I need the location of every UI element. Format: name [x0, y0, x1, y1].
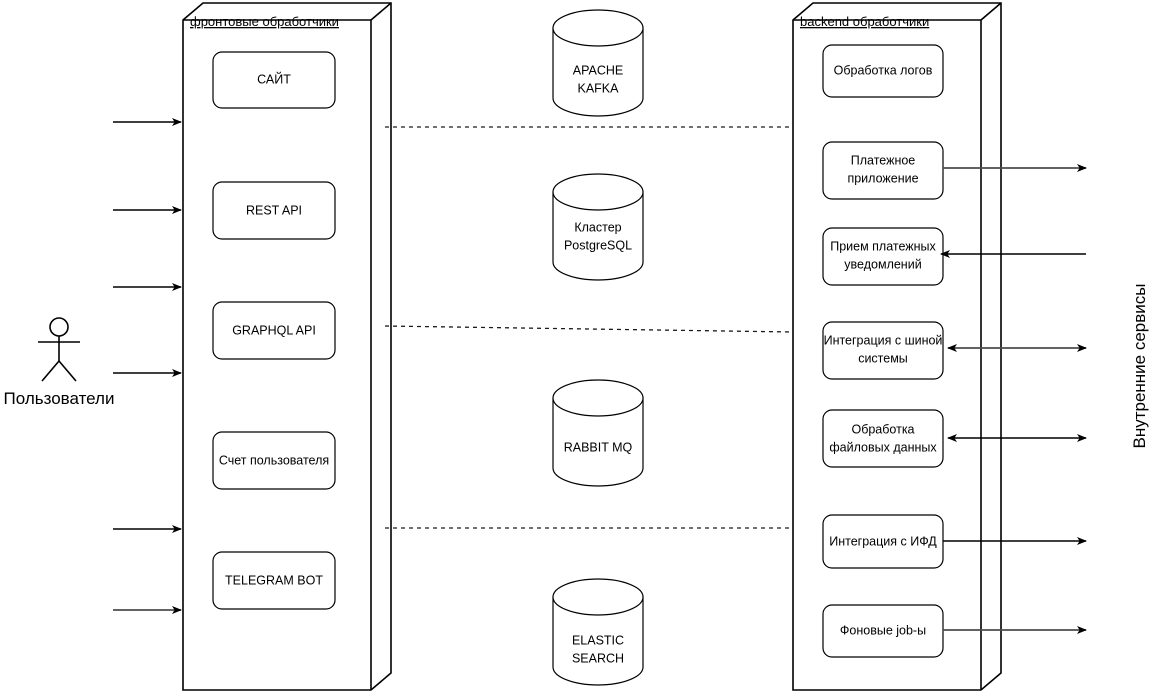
backend-component-background-jobs[interactable]: Фоновые job-ы: [822, 604, 944, 658]
middleware-store-rabbitmq[interactable]: RABBIT MQ: [552, 379, 644, 487]
middleware-store-kafka[interactable]: APACHE KAFKA: [552, 9, 644, 117]
backend-component-payment-notifications[interactable]: Прием платежных уведомлений: [822, 227, 944, 286]
actor-head-icon: [49, 317, 69, 337]
store-label-line-1: RABBIT MQ: [564, 440, 633, 454]
actor-left-leg-icon: [41, 360, 60, 382]
store-label-line-2: KAFKA: [578, 81, 620, 95]
backend-component-label-line-2: приложение: [847, 171, 918, 185]
internal-services-label-group: Внутренние сервисы: [1130, 283, 1149, 448]
frontend-component-label: Счет пользователя: [219, 453, 329, 467]
store-label-line-2: PostgreSQL: [564, 238, 632, 252]
middleware-store-postgresql[interactable]: Кластер PostgreSQL: [552, 173, 644, 281]
backend-component-payment-app[interactable]: Платежное приложение: [822, 141, 944, 200]
backend-component-label-line-1: Обработка: [851, 422, 914, 436]
store-label-line-1: ELASTIC: [572, 633, 624, 647]
store-label-line-1: APACHE: [573, 63, 623, 77]
backend-component-label-line-1: Фоновые job-ы: [840, 623, 926, 637]
frontend-component-site[interactable]: САЙТ: [212, 51, 336, 109]
internal-services-label: Внутренние сервисы: [1130, 283, 1149, 448]
backend-component-file-data-processing[interactable]: Обработка файловых данных: [822, 409, 944, 468]
actor-right-leg-icon: [58, 360, 77, 382]
backend-component-label-line-1: Обработка логов: [834, 63, 933, 77]
frontend-component-telegram-bot[interactable]: TELEGRAM BOT: [212, 551, 336, 610]
frontend-component-label: REST API: [246, 203, 302, 217]
frontend-component-graphql-api[interactable]: GRAPHQL API: [212, 301, 336, 360]
frontend-component-user-account[interactable]: Счет пользователя: [212, 431, 336, 490]
frontend-component-rest-api[interactable]: REST API: [212, 181, 336, 240]
frontend-container: фронтовые обработчики САЙТ REST API GRAP…: [182, 2, 392, 691]
backend-component-log-processing[interactable]: Обработка логов: [822, 44, 944, 98]
frontend-component-label: GRAPHQL API: [232, 323, 316, 337]
frontend-container-title: фронтовые обработчики: [190, 14, 339, 29]
backend-component-label-line-2: уведомлений: [844, 257, 921, 271]
actor-label: Пользователи: [4, 389, 115, 408]
backend-container-title: backend обработчики: [800, 14, 929, 29]
backend-component-label-line-2: файловых данных: [829, 440, 937, 454]
backend-component-bus-integration[interactable]: Интеграция с шиной системы: [822, 321, 944, 380]
actor-users[interactable]: Пользователи: [4, 317, 115, 408]
backend-component-label-line-1: Интеграция с ИФД: [829, 534, 937, 548]
backend-component-label-line-1: Интеграция с шиной: [824, 333, 943, 347]
frontend-component-label: TELEGRAM BOT: [225, 573, 323, 587]
backend-component-label-line-1: Платежное: [851, 153, 916, 167]
frontend-component-label: САЙТ: [257, 71, 291, 86]
backend-component-label-line-1: Прием платежных: [830, 239, 936, 253]
backend-component-ifd-integration[interactable]: Интеграция с ИФД: [822, 514, 944, 569]
middleware-store-elasticsearch[interactable]: ELASTIC SEARCH: [552, 578, 644, 686]
dashed-link-2: [384, 325, 794, 333]
store-label-line-2: SEARCH: [572, 651, 624, 665]
backend-component-label-line-2: системы: [858, 351, 908, 365]
store-label-line-1: Кластер: [574, 220, 621, 234]
